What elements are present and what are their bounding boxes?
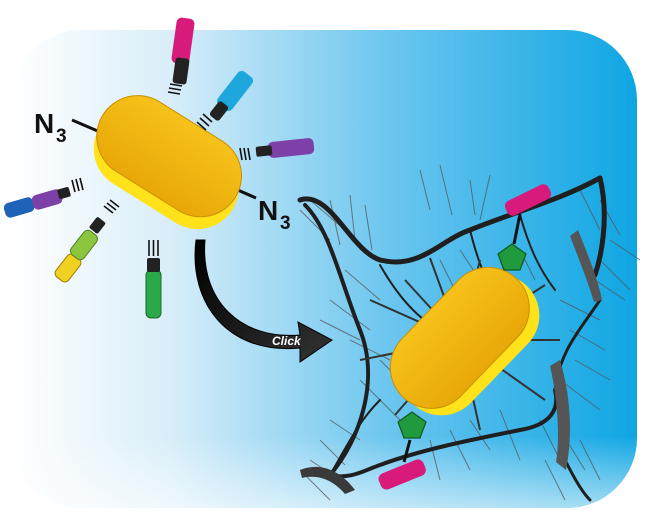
caged-nanorod xyxy=(389,266,540,416)
svg-text:3: 3 xyxy=(280,213,291,234)
pentagon-icon xyxy=(497,243,527,271)
alkyne-ligand-yellow-green xyxy=(54,199,120,283)
svg-text:3: 3 xyxy=(56,126,67,147)
azide-label-1: N 3 xyxy=(34,108,67,147)
alkyne-ligand-magenta xyxy=(167,17,195,95)
triple-bond-icon xyxy=(239,147,251,161)
svg-text:Click: Click xyxy=(272,334,302,348)
triple-bond-icon xyxy=(196,113,213,131)
background-panel xyxy=(12,30,637,508)
triple-bond-icon xyxy=(167,83,183,95)
pentagon-icon xyxy=(397,411,427,439)
triazole-ligand-top xyxy=(497,184,552,271)
alkyne-ligand-purple-right xyxy=(239,138,315,161)
azide-label-2: N 3 xyxy=(258,195,291,234)
reaction-arrow: Click xyxy=(194,239,333,363)
triple-bond-icon xyxy=(148,240,159,256)
triple-bond-icon xyxy=(71,177,84,193)
alkyne-ligand-green xyxy=(145,240,162,319)
triazole-ligand-bottom xyxy=(378,411,427,490)
triple-bond-icon xyxy=(103,199,120,214)
svg-text:N: N xyxy=(258,195,278,226)
svg-text:N: N xyxy=(34,108,54,139)
azide-nanorod xyxy=(71,95,257,230)
alkyne-ligand-cyan xyxy=(196,70,254,131)
alkyne-ligand-blue-purple xyxy=(3,177,84,218)
curved-arrow-icon xyxy=(194,239,333,363)
